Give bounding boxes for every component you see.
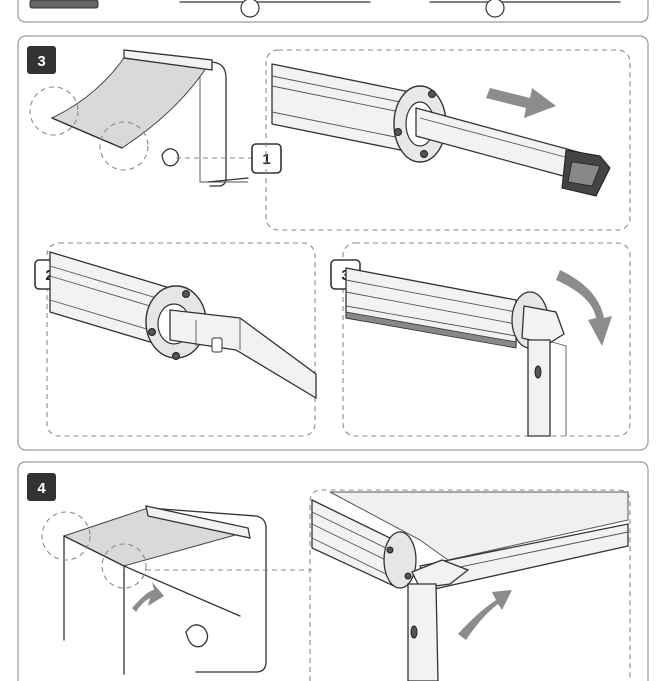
detail-2-illustration (49, 251, 317, 400)
step4-number: 4 (37, 480, 46, 497)
detail-4-illustration (311, 491, 629, 681)
detail-2-frame (46, 242, 316, 437)
callout-1-number: 1 (262, 151, 270, 168)
detail-4-frame (309, 489, 631, 681)
step4-badge: 4 (27, 473, 56, 501)
callout-1-badge: 1 (251, 143, 282, 174)
step3-number: 3 (37, 53, 45, 70)
detail-1-frame (265, 49, 631, 231)
previous-step-strip (17, 0, 649, 23)
detail-3-illustration (345, 267, 612, 437)
step3-overview-illustration (29, 49, 252, 187)
detail-1-illustration (271, 63, 611, 197)
step3-badge: 3 (27, 46, 56, 74)
step4-overview-illustration (41, 505, 312, 675)
